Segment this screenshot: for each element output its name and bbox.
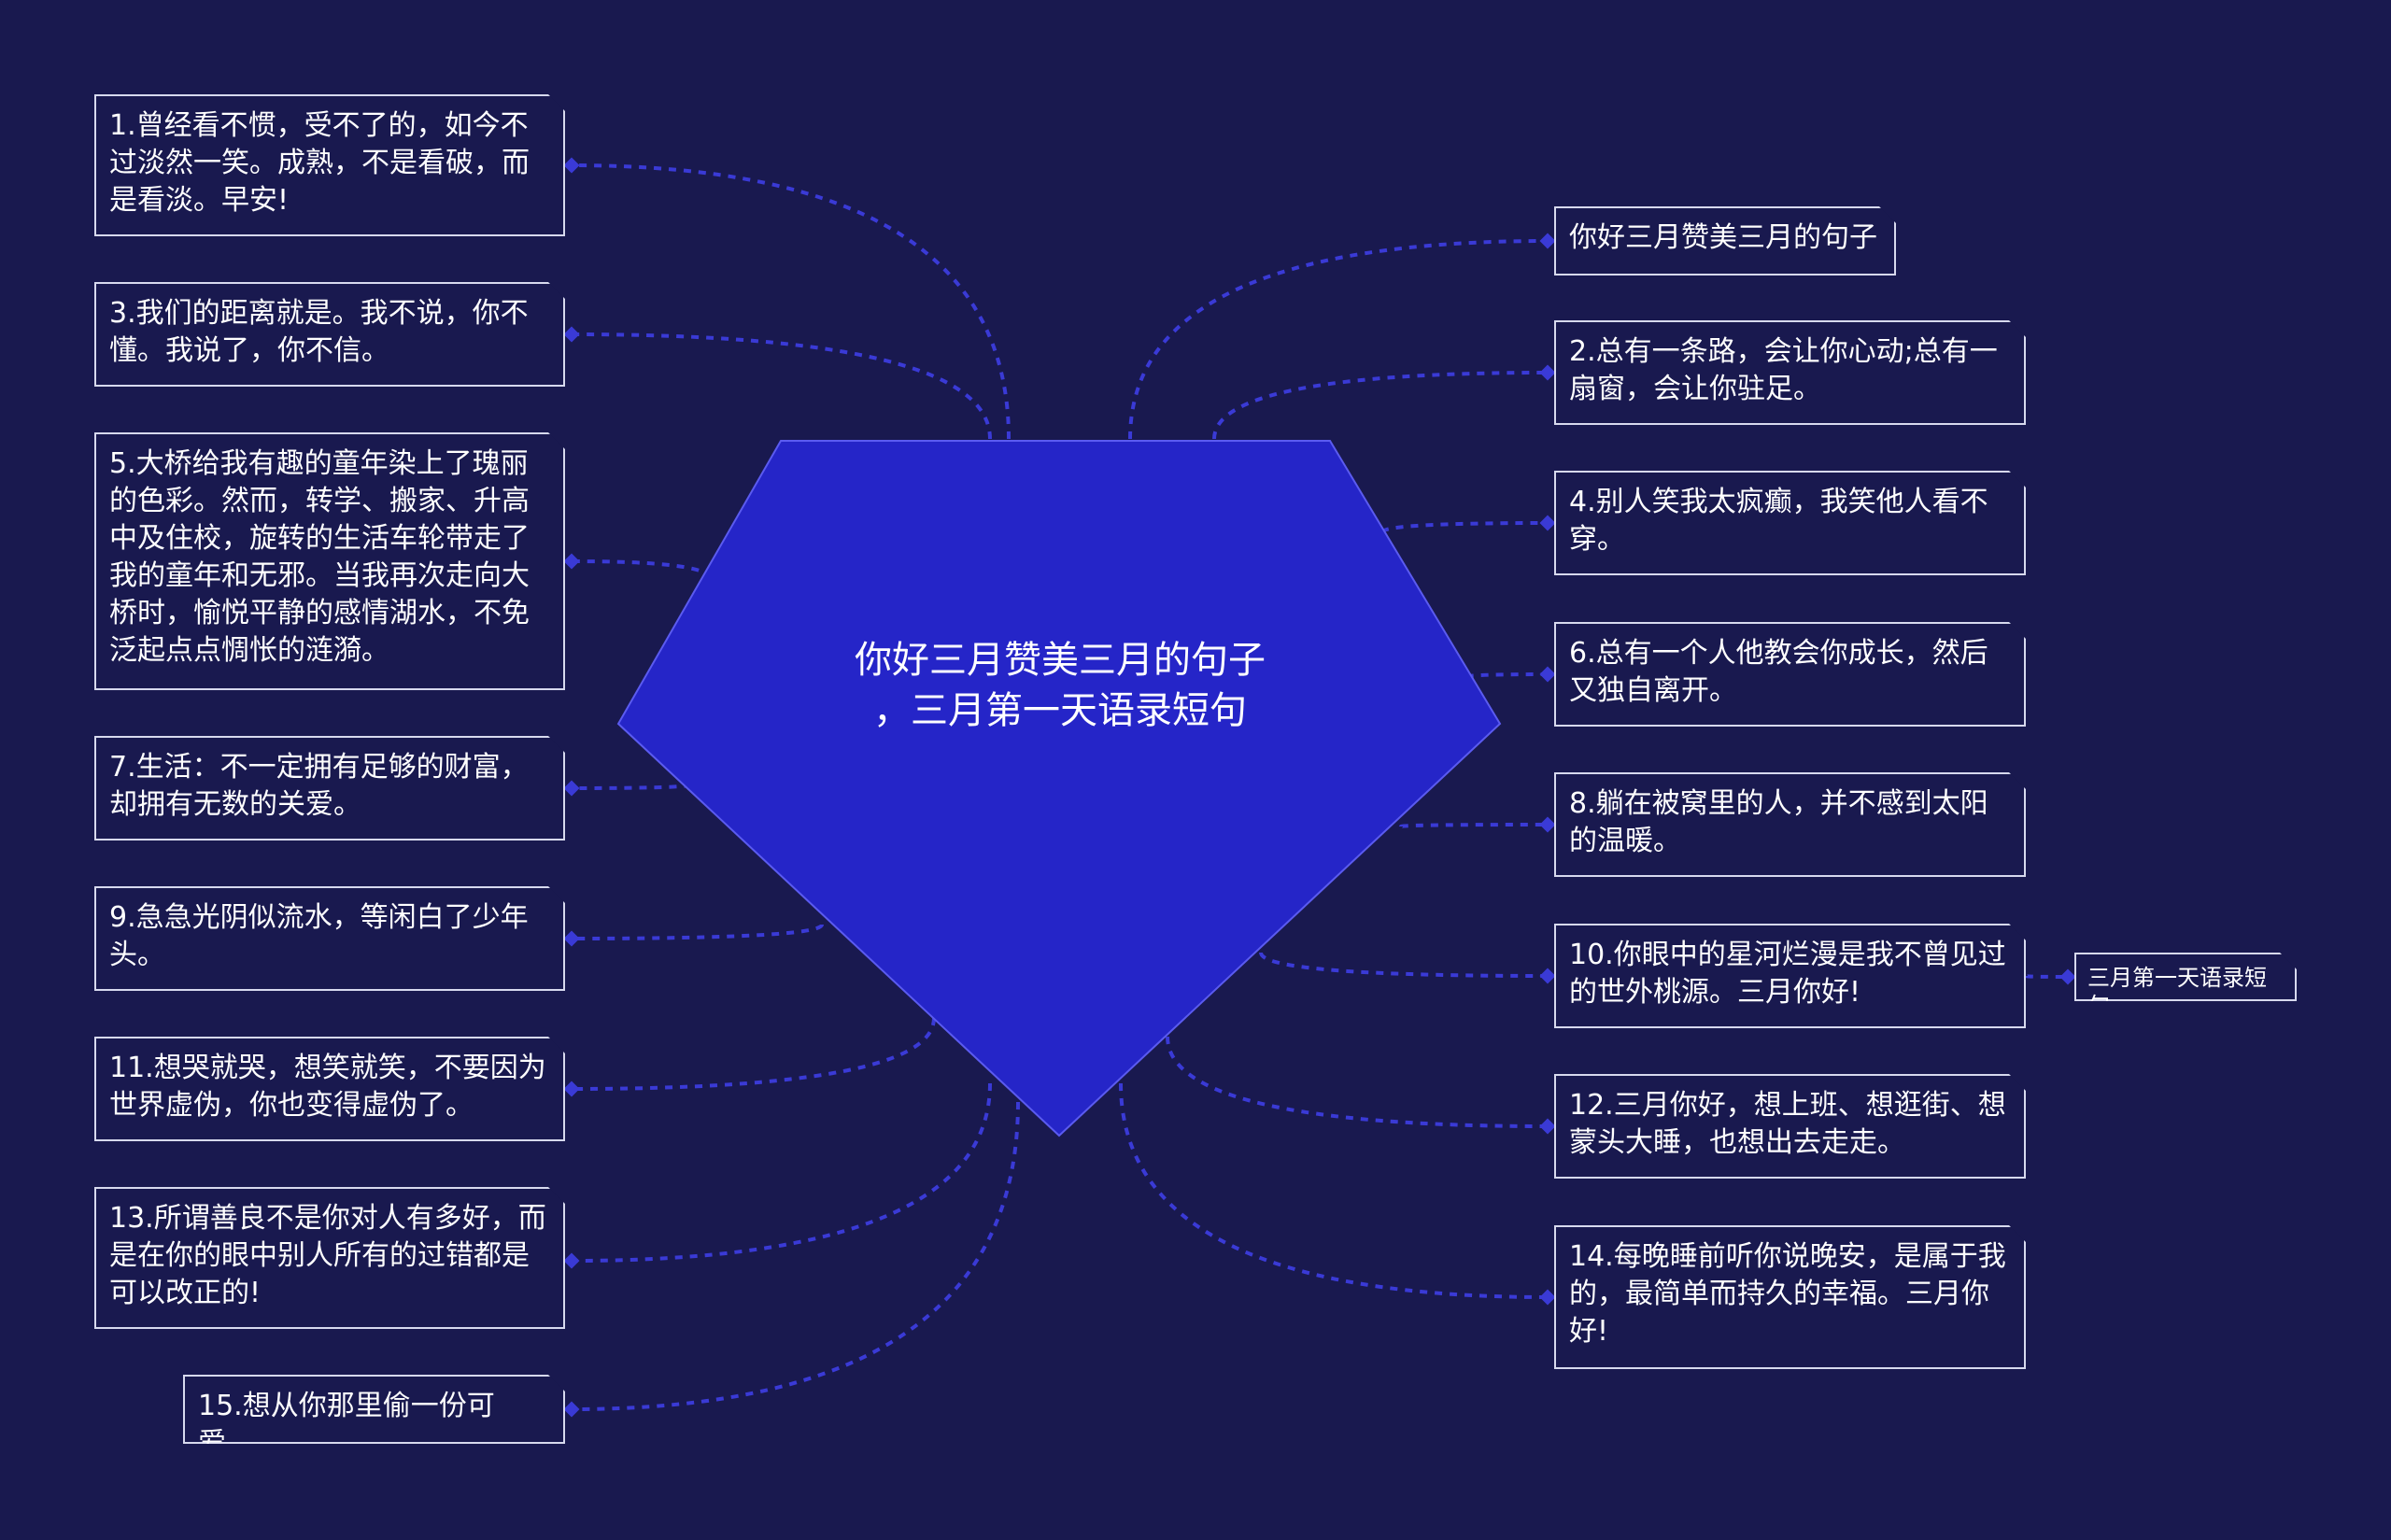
left-node-11-text: 11.想哭就哭，想笑就笑，不要因为世界虚伪，你也变得虚伪了。 (109, 1052, 546, 1122)
right-node-12[interactable]: 12.三月你好，想上班、想逛街、想蒙头大睡，也想出去走走。 (1554, 1074, 2026, 1179)
left-node-13[interactable]: 13.所谓善良不是你对人有多好，而是在你的眼中别人所有的过错都是可以改正的! (94, 1187, 565, 1329)
connector-right-8 (1399, 823, 1549, 828)
right-node-14-text: 14.每晚睡前听你说晚安，是属于我的，最简单而持久的幸福。三月你好! (1569, 1240, 2006, 1348)
connector-right-12-endpoint (1539, 1118, 1556, 1135)
connector-right-10-endpoint (1539, 968, 1556, 984)
right-node-title[interactable]: 你好三月赞美三月的句子 (1554, 206, 1896, 276)
connector-left-5-endpoint (563, 553, 580, 570)
center-diamond-node[interactable] (616, 440, 1502, 1137)
connector-right-title (1128, 239, 1549, 440)
connector-left-5 (571, 559, 712, 580)
connector-left-9 (571, 924, 824, 940)
center-topic-line2: ，三月第一天语录短句 (873, 689, 1247, 732)
left-node-11[interactable]: 11.想哭就哭，想笑就笑，不要因为世界虚伪，你也变得虚伪了。 (94, 1037, 565, 1141)
connector-right-4 (1380, 521, 1549, 534)
connector-right-6 (1464, 672, 1549, 679)
right-node-4[interactable]: 4.别人笑我太疯癫，我笑他人看不穿。 (1554, 471, 2026, 575)
right-node-8[interactable]: 8.躺在被窝里的人，并不感到太阳的温暖。 (1554, 772, 2026, 877)
center-topic[interactable]: 你好三月赞美三月的句子 ，三月第一天语录短句 (803, 635, 1317, 736)
right-node-6-text: 6.总有一个人他教会你成长，然后又独自离开。 (1569, 637, 1988, 707)
left-node-1-text: 1.曾经看不惯，受不了的，如今不过淡然一笑。成熟，不是看破，而是看淡。早安! (109, 109, 530, 217)
connector-right-4-endpoint (1539, 515, 1556, 531)
connector-left-3 (571, 332, 992, 440)
connector-right-6-endpoint (1539, 666, 1556, 683)
right-node-10[interactable]: 10.你眼中的星河烂漫是我不曾见过的世外桃源。三月你好! (1554, 924, 2026, 1028)
connector-left-11 (571, 1017, 936, 1091)
right-node-12-text: 12.三月你好，想上班、想逛街、想蒙头大睡，也想出去走走。 (1569, 1089, 2006, 1159)
right-node-8-text: 8.躺在被窝里的人，并不感到太阳的温暖。 (1569, 787, 1988, 857)
right-node-10-text: 10.你眼中的星河烂漫是我不曾见过的世外桃源。三月你好! (1569, 939, 2006, 1009)
left-node-7-text: 7.生活：不一定拥有足够的财富，却拥有无数的关爱。 (109, 751, 529, 821)
connector-left-13 (571, 1082, 992, 1263)
left-node-1[interactable]: 1.曾经看不惯，受不了的，如今不过淡然一笑。成熟，不是看破，而是看淡。早安! (94, 94, 565, 236)
left-node-13-text: 13.所谓善良不是你对人有多好，而是在你的眼中别人所有的过错都是可以改正的! (109, 1202, 546, 1309)
connector-left-15-endpoint (563, 1401, 580, 1418)
connector-left-11-endpoint (563, 1081, 580, 1097)
connector-right-8-endpoint (1539, 816, 1556, 833)
connector-right-14 (1119, 1082, 1549, 1299)
connector-left-13-endpoint (563, 1252, 580, 1269)
left-node-9[interactable]: 9.急急光阴似流水，等闲白了少年头。 (94, 886, 565, 991)
connector-left-7 (571, 783, 693, 790)
left-node-3[interactable]: 3.我们的距离就是。我不说，你不懂。我说了，你不信。 (94, 282, 565, 387)
connector-left-7-endpoint (563, 780, 580, 797)
connector-left-15 (571, 1101, 1020, 1411)
connector-right-2-endpoint (1539, 364, 1556, 381)
right-node-14[interactable]: 14.每晚睡前听你说晚安，是属于我的，最简单而持久的幸福。三月你好! (1554, 1225, 2026, 1369)
connector-right-14-endpoint (1539, 1289, 1556, 1306)
connector-right-title-endpoint (1539, 233, 1556, 249)
left-node-15[interactable]: 15.想从你那里偷一份可爱。 (183, 1375, 565, 1444)
left-node-5[interactable]: 5.大桥给我有趣的童年染上了瑰丽的色彩。然而，转学、搬家、升高中及住校，旋转的生… (94, 432, 565, 690)
right-node-2-text: 2.总有一条路，会让你心动;总有一扇窗，会让你驻足。 (1569, 335, 1998, 405)
right-node-title-text: 你好三月赞美三月的句子 (1569, 221, 1877, 254)
center-topic-line1: 你好三月赞美三月的句子 (855, 639, 1266, 682)
left-node-9-text: 9.急急光阴似流水，等闲白了少年头。 (109, 901, 529, 971)
sub-node[interactable]: 三月第一天语录短句 (2074, 953, 2297, 1001)
right-node-4-text: 4.别人笑我太疯癫，我笑他人看不穿。 (1569, 486, 1988, 556)
connector-right-12 (1166, 1036, 1549, 1128)
connector-right-2 (1212, 371, 1549, 440)
left-node-5-text: 5.大桥给我有趣的童年染上了瑰丽的色彩。然而，转学、搬家、升高中及住校，旋转的生… (109, 447, 530, 667)
connector-sub-endpoint (2059, 968, 2076, 985)
connector-left-3-endpoint (563, 326, 580, 343)
left-node-7[interactable]: 7.生活：不一定拥有足够的财富，却拥有无数的关爱。 (94, 736, 565, 841)
connector-right-10 (1259, 952, 1549, 978)
connector-left-1-endpoint (563, 157, 580, 174)
connector-left-1 (571, 163, 1011, 440)
right-node-6[interactable]: 6.总有一个人他教会你成长，然后又独自离开。 (1554, 622, 2026, 727)
connector-left-9-endpoint (563, 930, 580, 947)
right-node-2[interactable]: 2.总有一条路，会让你心动;总有一扇窗，会让你驻足。 (1554, 320, 2026, 425)
left-node-3-text: 3.我们的距离就是。我不说，你不懂。我说了，你不信。 (109, 297, 529, 367)
